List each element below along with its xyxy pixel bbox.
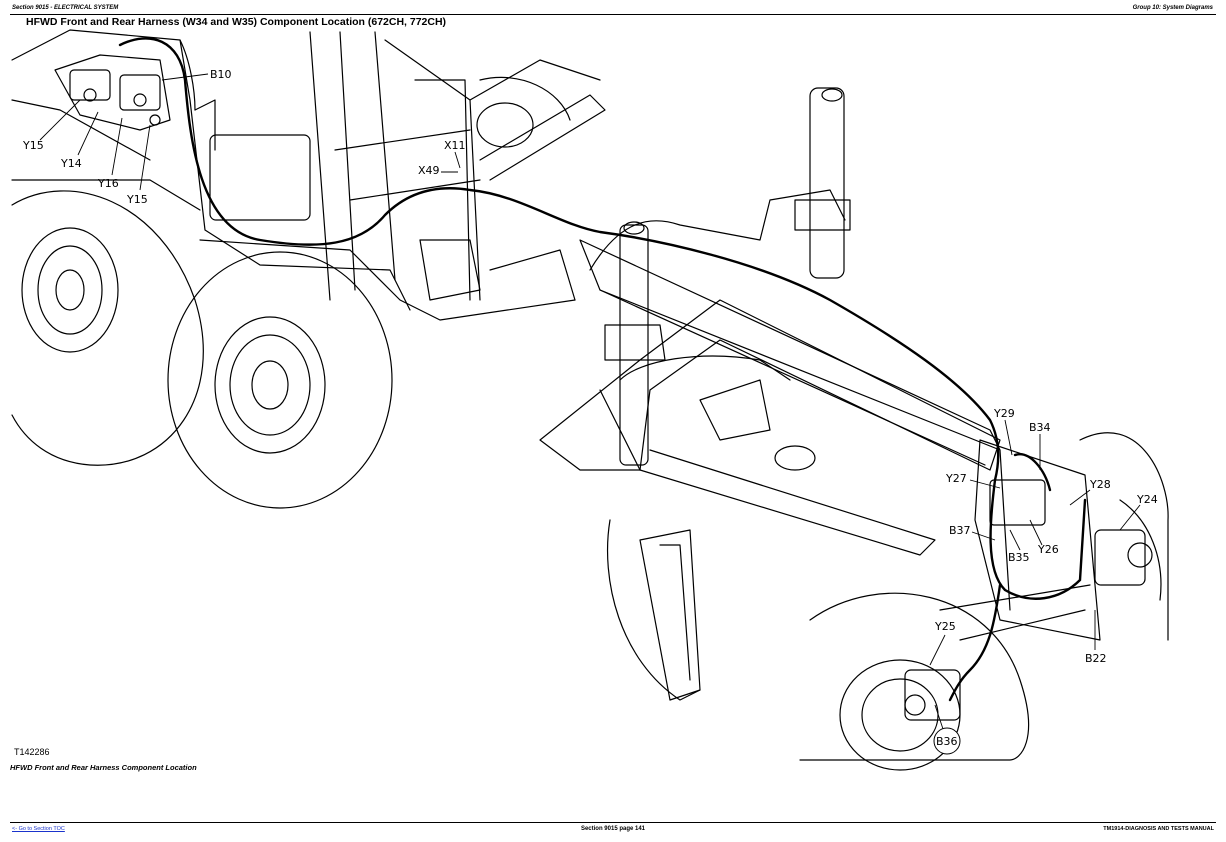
callout-y15-a: Y15 [22, 139, 44, 152]
callout-y15-b: Y15 [126, 193, 148, 206]
callout-b36: B36 [936, 735, 958, 748]
figure-id: T142286 [14, 747, 50, 757]
callout-x49: X49 [418, 164, 440, 177]
rear-wheel-near [167, 251, 393, 509]
b36-callout-circle [933, 727, 961, 755]
front-axle [904, 439, 1153, 721]
callout-y16: Y16 [97, 177, 119, 190]
callout-y25: Y25 [934, 620, 956, 633]
front-wheel-far [1079, 432, 1169, 641]
page-title: HFWD Front and Rear Harness (W34 and W35… [26, 16, 447, 28]
callout-y14: Y14 [60, 157, 82, 170]
callout-b35: B35 [1008, 551, 1030, 564]
rear-body [11, 29, 576, 321]
go-to-section-toc-link[interactable]: <- Go to Section TOC [12, 826, 65, 832]
footer-manual-title: TM1914-DIAGNOSIS AND TESTS MANUAL [1103, 826, 1214, 832]
callout-y29: Y29 [993, 407, 1015, 420]
callout-b22: B22 [1085, 652, 1107, 665]
callout-y26: Y26 [1037, 543, 1059, 556]
callout-b34: B34 [1029, 421, 1051, 434]
callout-y28: Y28 [1089, 478, 1111, 491]
callout-leaders [39, 73, 1141, 736]
header-section: Section 9015 - ELECTRICAL SYSTEM [12, 5, 119, 11]
callout-labels: B10 Y15 Y14 Y16 Y15 X11 X49 Y29 B34 Y27 … [22, 68, 1158, 748]
footer-rule [10, 822, 1216, 823]
valve-assembly [54, 54, 171, 131]
header-rule [10, 14, 1216, 15]
moldboard [607, 519, 701, 701]
lift-cylinders [604, 87, 851, 466]
callout-y27: Y27 [945, 472, 967, 485]
rear-wheel-far [11, 190, 204, 466]
cab-frame [309, 31, 606, 301]
callout-x11: X11 [444, 139, 466, 152]
figure-caption: HFWD Front and Rear Harness Component Lo… [10, 763, 197, 772]
callout-b37: B37 [949, 524, 971, 537]
main-frame [539, 189, 1001, 556]
callout-y24: Y24 [1136, 493, 1158, 506]
callout-b10: B10 [210, 68, 232, 81]
wiring-harness [118, 37, 1087, 702]
footer-page-number: Section 9015 page 141 [580, 826, 646, 832]
header-group: Group 10: System Diagrams [1132, 5, 1213, 11]
